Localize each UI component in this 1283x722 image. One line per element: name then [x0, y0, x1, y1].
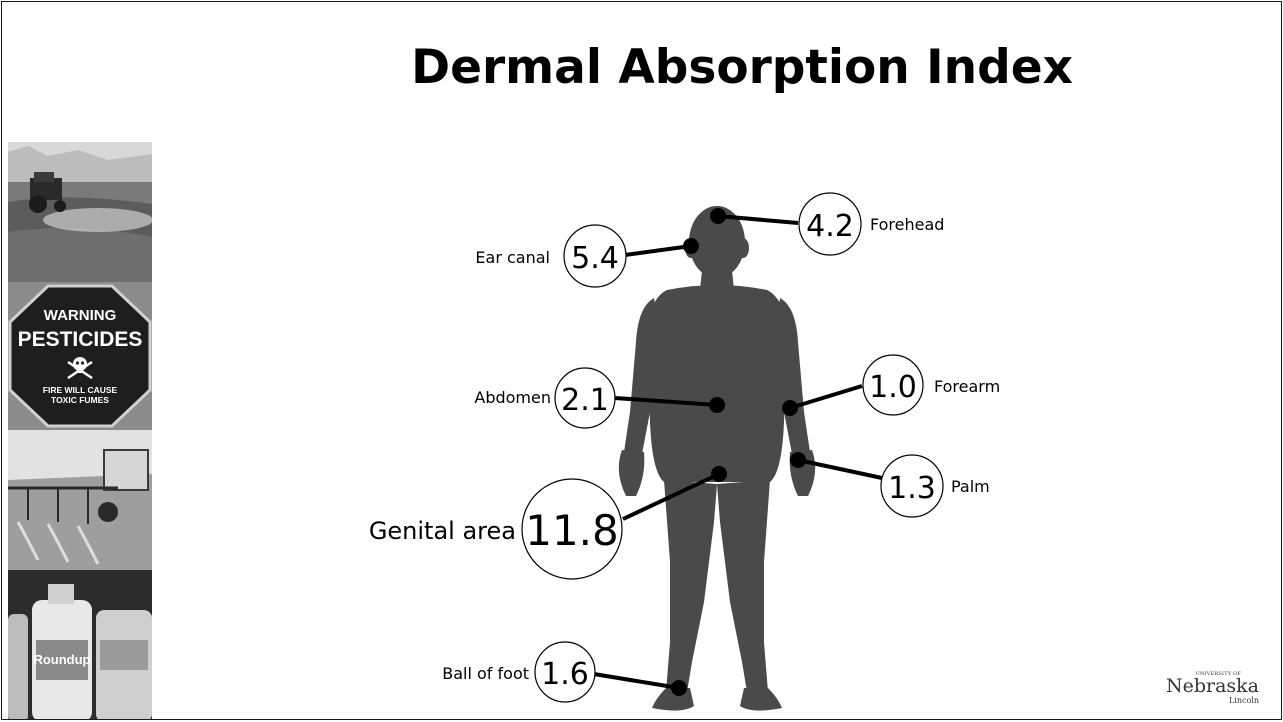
forehead-value: 4.2	[806, 209, 854, 244]
forearm-label: Forearm	[934, 377, 1000, 396]
abdomen-label: Abdomen	[474, 388, 551, 407]
ear-canal-label: Ear canal	[475, 248, 550, 267]
genital-area-value: 11.8	[525, 506, 619, 555]
logo-name-text: Nebraska	[1166, 677, 1259, 696]
logo-campus-text: Lincoln	[1166, 696, 1259, 705]
palm-value: 1.3	[888, 471, 936, 506]
ball-of-foot-label: Ball of foot	[442, 664, 529, 683]
ball-of-foot-value: 1.6	[541, 657, 589, 692]
nebraska-logo: UNIVERSITY OF Nebraska Lincoln	[1166, 671, 1259, 705]
ear-canal-value: 5.4	[571, 241, 619, 276]
abdomen-value: 2.1	[561, 383, 609, 418]
genital-area-label: Genital area	[369, 517, 516, 545]
palm-label: Palm	[951, 477, 990, 496]
forehead-label: Forehead	[870, 215, 944, 234]
human-silhouette	[619, 206, 815, 711]
forearm-value: 1.0	[869, 370, 917, 405]
